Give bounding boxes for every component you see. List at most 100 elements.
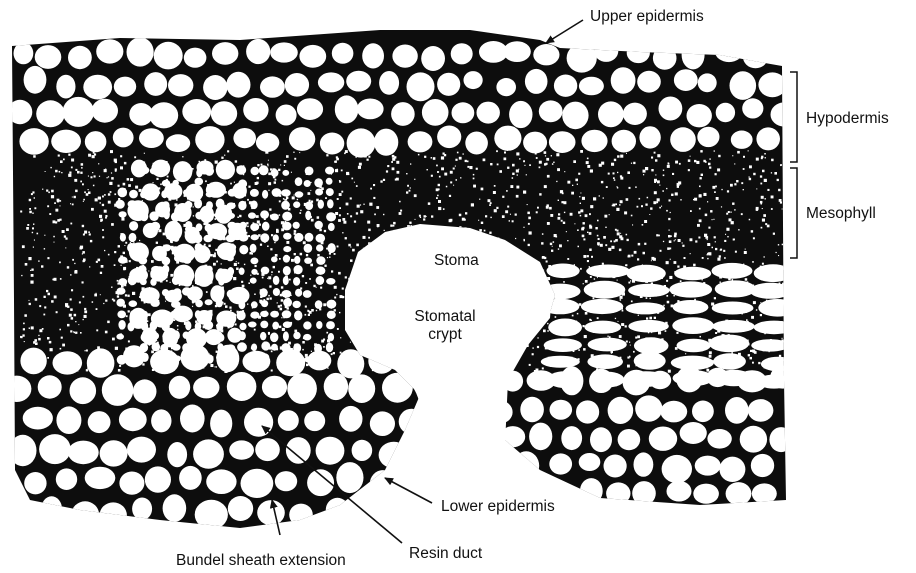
speckle (331, 344, 332, 345)
speckle (210, 310, 213, 313)
speckle (728, 211, 730, 213)
speckle (277, 190, 279, 192)
cell (752, 483, 777, 503)
speckle (693, 326, 696, 329)
speckle (133, 324, 135, 326)
speckle (94, 294, 97, 297)
cell (283, 255, 290, 263)
speckle (204, 159, 206, 161)
speckle (694, 348, 695, 349)
speckle (246, 222, 248, 224)
cell (92, 99, 118, 123)
cell (289, 504, 313, 526)
speckle (761, 196, 764, 199)
speckle (444, 173, 447, 176)
speckle (479, 229, 482, 232)
speckle (356, 157, 357, 158)
speckle (785, 275, 788, 278)
cell (206, 355, 213, 364)
cell (326, 343, 333, 353)
speckle (770, 364, 771, 365)
speckle (539, 193, 541, 195)
speckle (701, 174, 703, 176)
speckle (561, 360, 564, 363)
speckle (128, 184, 131, 187)
cell (362, 43, 384, 68)
cell (270, 42, 298, 62)
cell (88, 411, 111, 433)
cell (227, 372, 257, 401)
speckle (782, 209, 783, 210)
speckle (120, 166, 123, 169)
speckle (121, 218, 124, 221)
speckle (621, 323, 624, 326)
speckle (574, 264, 575, 265)
speckle (208, 245, 210, 247)
speckle (418, 154, 420, 156)
speckle (656, 234, 658, 236)
cell (293, 201, 300, 208)
speckle (750, 357, 753, 360)
speckle (329, 257, 330, 258)
speckle (264, 241, 266, 243)
speckle (305, 314, 307, 316)
speckle (31, 326, 34, 329)
speckle (528, 223, 530, 225)
speckle (527, 212, 530, 215)
speckle (367, 248, 368, 249)
speckle (637, 272, 640, 275)
speckle (509, 220, 510, 221)
speckle (114, 251, 116, 253)
cell (370, 411, 395, 436)
speckle (523, 191, 526, 194)
speckle (773, 233, 775, 235)
speckle (82, 253, 83, 254)
speckle (528, 217, 531, 220)
speckle (251, 245, 252, 246)
speckle (53, 236, 55, 238)
speckle (38, 260, 39, 261)
speckle (102, 204, 104, 206)
cell (71, 501, 99, 528)
speckle (22, 245, 25, 248)
speckle (243, 186, 246, 189)
speckle (741, 313, 743, 315)
speckle (688, 169, 690, 171)
cell (304, 244, 313, 253)
speckle (126, 315, 128, 317)
speckle (147, 296, 150, 299)
speckle (488, 199, 491, 202)
speckle (212, 356, 213, 357)
speckle (323, 303, 326, 306)
speckle (645, 167, 648, 170)
speckle (242, 285, 245, 288)
cell (533, 44, 559, 65)
speckle (211, 340, 213, 342)
speckle (48, 192, 50, 194)
speckle (165, 161, 168, 164)
speckle (88, 154, 91, 157)
speckle (717, 258, 720, 261)
speckle (325, 197, 327, 199)
speckle (156, 178, 158, 180)
speckle (536, 211, 538, 213)
speckle (198, 213, 199, 214)
speckle (163, 251, 166, 254)
speckle (193, 350, 195, 352)
speckle (60, 278, 62, 280)
speckle (292, 363, 295, 366)
speckle (302, 275, 304, 277)
speckle (309, 235, 312, 238)
speckle (47, 205, 49, 207)
label-upper-epidermis: Upper epidermis (590, 8, 704, 26)
cell (316, 321, 322, 329)
speckle (118, 245, 120, 247)
speckle (563, 357, 564, 358)
cell (669, 281, 712, 297)
cell (251, 167, 260, 175)
speckle (199, 161, 201, 163)
speckle (704, 234, 707, 237)
speckle (753, 301, 756, 304)
cell (687, 104, 712, 127)
speckle (190, 189, 191, 190)
